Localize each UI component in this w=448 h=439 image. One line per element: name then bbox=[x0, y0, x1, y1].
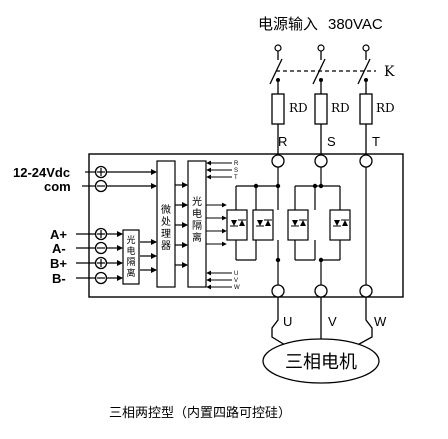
svg-text:R: R bbox=[234, 161, 239, 167]
opto-isolator-small bbox=[122, 229, 140, 285]
svg-text:V: V bbox=[234, 278, 238, 284]
switch-label: K bbox=[384, 64, 395, 80]
svg-text:微: 微 bbox=[161, 203, 171, 216]
rst-feedback-wires bbox=[206, 160, 232, 180]
phase-in-r: R bbox=[278, 134, 287, 149]
svg-text:电: 电 bbox=[126, 245, 135, 257]
bus-dots bbox=[253, 183, 324, 263]
uvw-feedback-wires bbox=[206, 270, 232, 290]
three-phase-switch bbox=[269, 51, 376, 94]
phase-out-u: U bbox=[283, 314, 292, 329]
gate-drive-wires bbox=[206, 202, 227, 247]
input-b-plus: B+ bbox=[50, 256, 67, 271]
opto-isolator-small-label: 光 电 隔 离 bbox=[126, 234, 135, 279]
phase-out-v: V bbox=[328, 314, 337, 329]
input-com: com bbox=[44, 179, 71, 194]
diagram-caption: 三相两控型（内置四路可控硅） bbox=[109, 405, 291, 421]
input-a-plus: A+ bbox=[50, 227, 67, 242]
micro-to-opto-wires bbox=[175, 182, 188, 268]
input-wires bbox=[76, 169, 157, 281]
input-a-minus: A- bbox=[52, 241, 66, 256]
three-phase-motor bbox=[262, 338, 380, 384]
supply-voltage: 380VAC bbox=[328, 16, 383, 33]
fuses bbox=[271, 93, 373, 125]
input-b-minus: B- bbox=[52, 271, 66, 286]
fuse-label-s: RD bbox=[331, 101, 350, 115]
svg-text:T: T bbox=[234, 175, 238, 181]
svg-text:理: 理 bbox=[161, 228, 171, 240]
svg-text:隔: 隔 bbox=[192, 220, 202, 232]
svg-text:隔: 隔 bbox=[126, 257, 135, 268]
svg-text:离: 离 bbox=[192, 231, 202, 244]
fuse-label-t: RD bbox=[376, 101, 395, 115]
supply-terminals bbox=[274, 44, 370, 52]
phase-out-w: W bbox=[374, 314, 387, 329]
supply-label: 电源输入 bbox=[258, 15, 318, 33]
switch-contact-dots bbox=[276, 78, 368, 82]
motor-label: 三相电机 bbox=[285, 352, 357, 373]
microprocessor-block bbox=[156, 160, 176, 288]
svg-text:U: U bbox=[234, 271, 238, 277]
phase-in-terminals bbox=[271, 154, 373, 168]
svg-text:W: W bbox=[234, 285, 240, 291]
opto-isolator-big bbox=[187, 160, 207, 288]
svg-text:器: 器 bbox=[161, 240, 171, 252]
svg-text:光: 光 bbox=[192, 195, 202, 208]
phase-in-s: S bbox=[327, 134, 336, 149]
svg-text:电: 电 bbox=[192, 207, 202, 220]
thyristor-4 bbox=[329, 209, 351, 241]
terminal-signs bbox=[97, 168, 105, 279]
svg-text:处: 处 bbox=[161, 216, 171, 228]
svg-text:离: 离 bbox=[126, 267, 135, 279]
fuse-leads bbox=[277, 124, 367, 154]
svg-text:S: S bbox=[234, 168, 238, 174]
phase-in-t: T bbox=[372, 134, 380, 149]
phase-bus bbox=[235, 167, 367, 287]
thyristor-3 bbox=[287, 209, 309, 241]
motor-leads bbox=[271, 297, 373, 349]
microprocessor-label: 微 处 理 器 bbox=[161, 203, 171, 252]
rst-pin-labels: R S T bbox=[234, 161, 239, 181]
thyristor-2 bbox=[252, 209, 274, 241]
svg-text:光: 光 bbox=[126, 234, 135, 246]
uvw-pin-labels: U V W bbox=[234, 271, 240, 291]
fuse-label-r: RD bbox=[289, 101, 308, 115]
phase-out-terminals bbox=[271, 284, 373, 298]
opto-isolator-big-label: 光 电 隔 离 bbox=[192, 195, 202, 244]
thyristor-1 bbox=[226, 209, 248, 241]
input-power: 12-24Vdc bbox=[13, 165, 70, 180]
